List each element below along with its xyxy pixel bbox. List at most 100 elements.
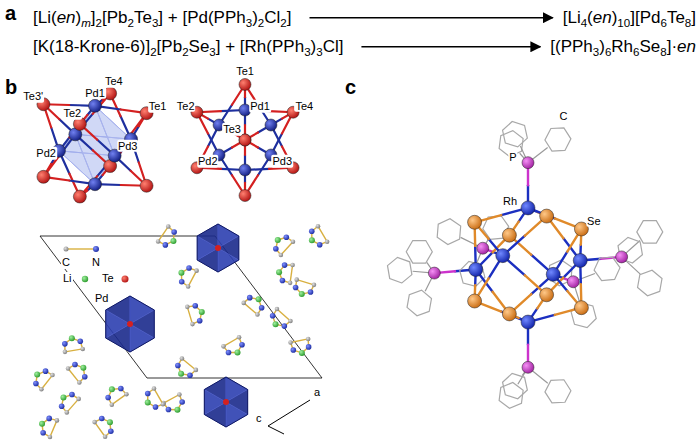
atom-label: Te2 [62,107,82,120]
li-atom [145,400,151,406]
li-atom [199,309,205,315]
atom-label: Pd3 [271,155,293,168]
n-atom [282,262,288,268]
n-atom [239,342,245,348]
p-atom [428,267,440,279]
p-atom [477,242,489,254]
atom-key-label: Li [62,272,73,285]
atom-label: Te2 [176,99,196,112]
c-atom [39,387,44,392]
p-atom [522,157,534,169]
atom-label: Te1 [148,100,168,113]
unit-cell [40,236,322,378]
bond [318,226,327,242]
c-atom [80,347,85,352]
te-atom [239,134,251,146]
li-atom [178,270,184,276]
c-atom [77,380,82,385]
c-atom [275,307,280,312]
n-atom [62,341,68,347]
rh-atom [546,267,560,281]
te-atom [215,245,221,251]
n-atom [108,428,114,434]
c-atom [291,239,296,244]
axis-line [268,426,284,434]
c-atom [325,239,330,244]
cluster-polyhedron [204,377,226,402]
bond [277,309,291,321]
bond [297,280,314,285]
crystal-packing [33,224,329,439]
c-atom [152,386,157,391]
li-atom [275,237,281,243]
atom-key-label: Te [101,272,115,285]
li-atom [107,419,113,425]
n-atom [93,246,99,252]
n-atom [291,347,297,353]
se-atom [540,288,554,302]
cluster-polyhedron [204,377,247,427]
phosphorus-atoms [428,157,627,374]
bond [291,339,309,343]
cluster-view-2 [191,78,299,201]
cluster-polyhedron [197,224,218,248]
te-atom [122,276,129,283]
n-atom [293,285,299,291]
rh-atom [496,249,510,263]
cluster-polyhedron [130,310,154,338]
c-atom [186,284,191,289]
n-atom [171,229,177,235]
atom-label: Rh [502,195,518,208]
atom-key-label: N [91,256,101,269]
c-atom [306,337,311,342]
atom-label: Pd2 [197,155,219,168]
li-atom [276,269,282,275]
li-atom [309,237,315,243]
panel-label: b [5,76,17,99]
se-atom [502,307,516,321]
atom-label: Pd1 [249,100,271,113]
c-atom [76,397,81,402]
li-atom [299,291,305,297]
p-atom [616,251,628,263]
cluster-polyhedron [226,390,248,415]
pd-atom [265,119,277,131]
bond [41,375,52,389]
n-atom [273,246,279,252]
te-atom [140,179,153,192]
li-atom [80,365,86,371]
bond [187,307,192,324]
axis-label: a [313,386,321,399]
n-atom [59,403,65,409]
bond [95,422,105,437]
c-atom [92,420,97,425]
bond [67,399,79,413]
atom-label: Te4 [104,75,124,88]
atom-label: Pd2 [35,147,57,160]
n-atom [145,391,151,397]
pd-atom [89,99,102,112]
te-atom [223,399,229,405]
atom-key-label: Pd [94,292,109,305]
c-atom [50,373,55,378]
phenyl-ring [638,270,662,296]
phenyl-ring [437,219,461,245]
n-atom [179,279,185,285]
bond [188,271,196,287]
c-atom [177,392,182,397]
octahedron-face [59,134,95,184]
n-atom [308,289,314,295]
c-atom [221,344,226,349]
n-atom [247,295,253,301]
cluster-polyhedron [197,224,239,272]
bond [164,395,180,404]
n-atom [282,323,288,329]
atom-label: P [508,150,517,163]
c-atom [279,253,284,258]
rh-se-cluster [468,201,589,329]
n-atom [72,362,78,368]
n-atom [309,228,315,234]
atom-label: Pd1 [84,86,106,99]
se-atom [502,228,516,242]
